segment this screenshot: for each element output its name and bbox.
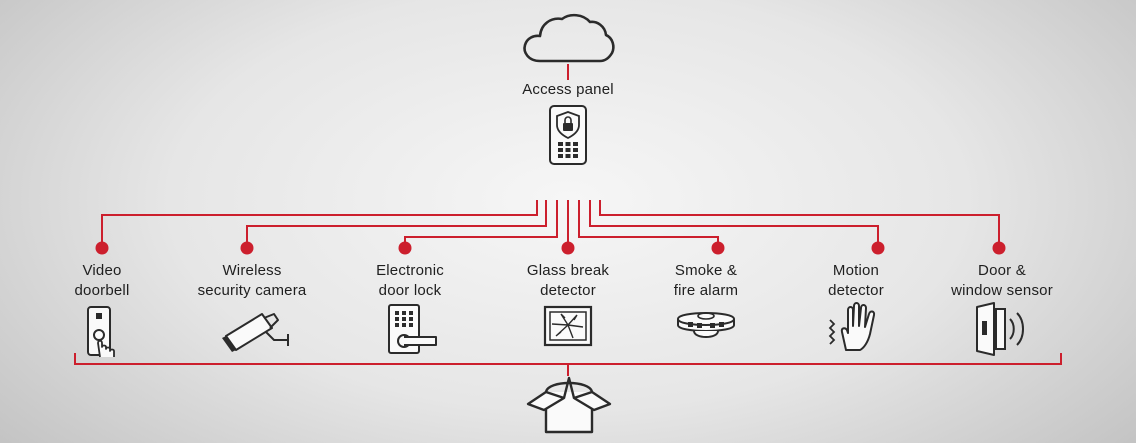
node-dot xyxy=(992,241,1006,255)
door-window-sensor-icon xyxy=(976,302,1024,356)
motion-hand-icon xyxy=(828,302,876,351)
node-dot xyxy=(95,241,109,255)
node-dot xyxy=(398,241,412,255)
node-dot xyxy=(561,241,575,255)
cloud-icon xyxy=(523,13,615,63)
wire-motion-detector xyxy=(589,200,879,247)
device-label-door-window-sensor: Door &window sensor xyxy=(951,262,1053,299)
video-doorbell-icon xyxy=(87,306,115,358)
wire-security-camera xyxy=(246,200,547,247)
wire-door-lock xyxy=(404,200,558,247)
wire-video-doorbell xyxy=(101,200,538,247)
bottom-bracket xyxy=(74,353,1062,365)
access-panel-icon xyxy=(549,105,587,165)
node-dot xyxy=(711,241,725,255)
device-label-smoke-alarm: Smoke &fire alarm xyxy=(673,262,739,299)
glass-break-icon xyxy=(543,305,593,347)
security-camera-icon xyxy=(222,313,289,352)
wire-door-window-sensor xyxy=(599,200,1000,247)
smoke-alarm-icon xyxy=(677,312,735,338)
door-lock-icon xyxy=(388,304,437,354)
access-panel-label: Access panel xyxy=(522,81,614,98)
node-dot xyxy=(240,241,254,255)
box-icon xyxy=(526,376,612,434)
node-dot xyxy=(871,241,885,255)
